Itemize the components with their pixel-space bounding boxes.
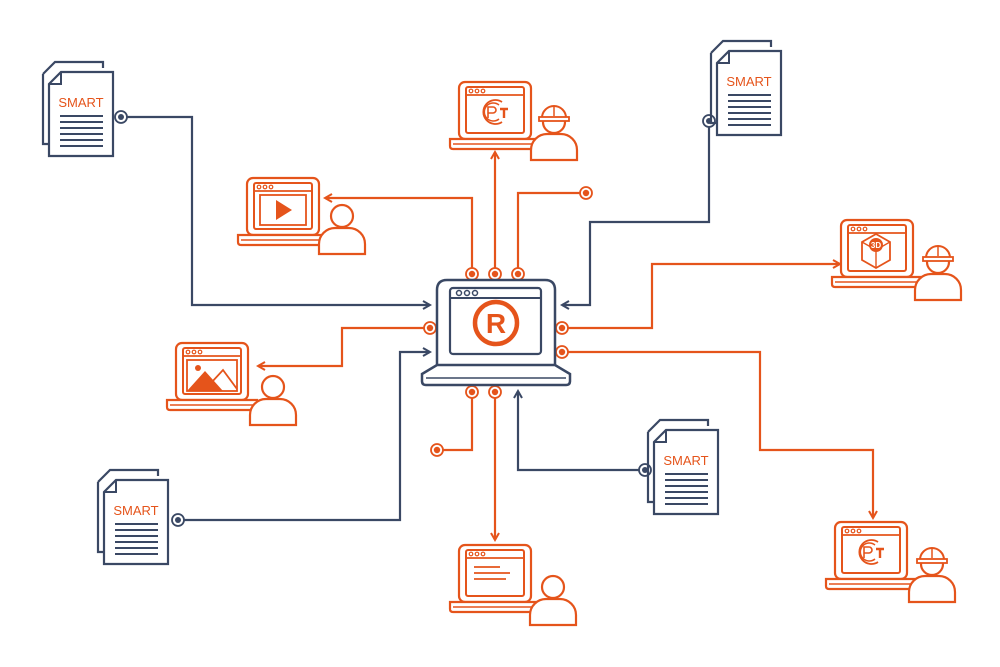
smart-document-4: SMART: [646, 418, 720, 516]
user-icon: [317, 203, 367, 256]
orange-connectors: [258, 152, 873, 540]
connector-doc4: [518, 391, 640, 472]
image-laptop: [165, 341, 298, 427]
3d-cube-icon: 3D: [861, 232, 891, 270]
certificate-laptop-bottom: [824, 520, 957, 604]
svg-text:SMART: SMART: [113, 503, 158, 518]
connector-doc1: [126, 115, 430, 305]
registered-logo-icon: [472, 299, 520, 347]
3d-model-laptop: 3D: [830, 218, 963, 302]
svg-text:SMART: SMART: [663, 453, 708, 468]
engineer-icon: [529, 104, 579, 162]
smart-document-2: SMART: [709, 39, 783, 137]
svg-text:SMART: SMART: [726, 74, 771, 89]
svg-text:3D: 3D: [871, 241, 881, 250]
connector-open-bottom: [437, 392, 474, 452]
smart-document-3: SMART: [96, 468, 170, 566]
user-icon: [248, 374, 298, 427]
video-laptop: [236, 176, 367, 256]
connector-image: [258, 326, 430, 366]
logo-letter: R: [486, 308, 506, 339]
svg-text:SMART: SMART: [58, 95, 103, 110]
connector-nodes: [114, 110, 716, 527]
connector-cert-bottom: [562, 350, 873, 518]
text-document-laptop: [448, 543, 578, 627]
navy-connectors: [126, 115, 711, 522]
play-video-icon: [259, 194, 307, 226]
connector-open-top: [516, 191, 586, 274]
engineer-icon: [907, 546, 957, 604]
connector-doc2: [562, 126, 711, 305]
smart-document-1: SMART: [41, 60, 115, 158]
engineer-icon: [913, 244, 963, 302]
user-icon: [528, 574, 578, 627]
image-icon: [186, 359, 238, 392]
connector-video: [325, 198, 474, 274]
connector-3d: [562, 264, 840, 330]
text-lines-icon: [474, 566, 510, 580]
certificate-laptop-top: [448, 80, 579, 162]
connector-doc3: [183, 352, 430, 522]
central-laptop: R: [420, 278, 572, 387]
